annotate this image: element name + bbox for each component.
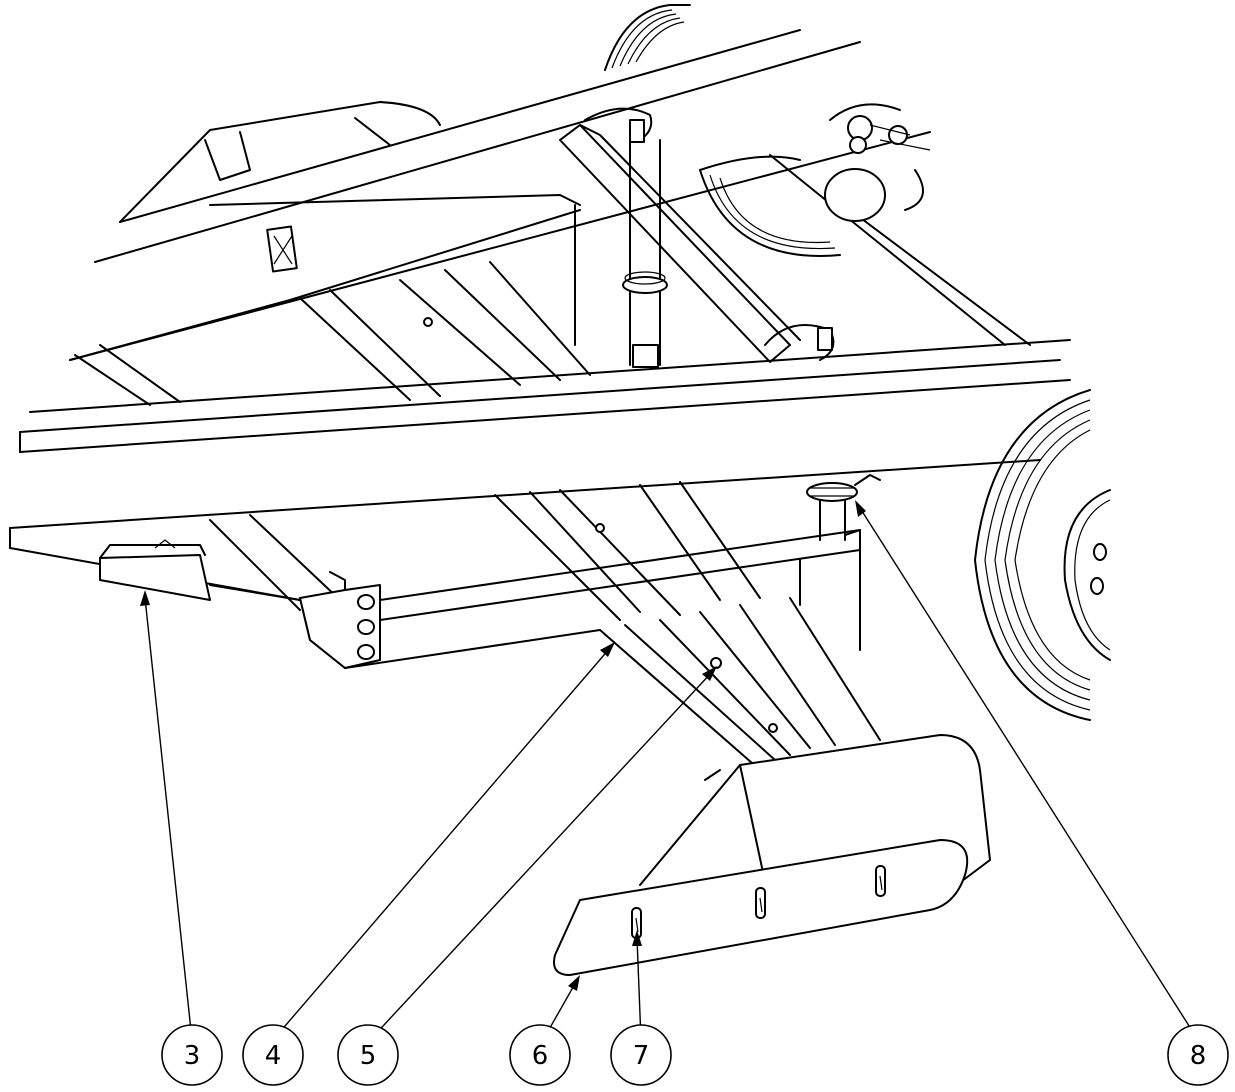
callout-7-label: 7 bbox=[633, 1041, 650, 1071]
leader-lines bbox=[140, 500, 1199, 1041]
callout-4: 4 bbox=[242, 1024, 304, 1086]
callout-6-label: 6 bbox=[532, 1041, 549, 1071]
lower-frame bbox=[209, 474, 881, 621]
skid-assembly bbox=[553, 597, 991, 976]
callout-6: 6 bbox=[509, 1024, 571, 1086]
front-wheel bbox=[974, 389, 1111, 721]
upper-frame bbox=[69, 29, 931, 361]
callout-5-label: 5 bbox=[360, 1041, 377, 1071]
tow-bar bbox=[559, 103, 1031, 368]
callout-5: 5 bbox=[337, 1024, 399, 1086]
transverse-bar bbox=[99, 529, 861, 669]
callout-4-label: 4 bbox=[265, 1041, 282, 1071]
upper-cross-members bbox=[74, 261, 591, 406]
callout-7: 7 bbox=[610, 1024, 672, 1086]
callout-3-label: 3 bbox=[184, 1041, 201, 1071]
callout-3: 3 bbox=[161, 1024, 223, 1086]
rear-wheel bbox=[604, 4, 691, 71]
callout-8-label: 8 bbox=[1190, 1041, 1207, 1071]
callout-8: 8 bbox=[1167, 1024, 1229, 1086]
